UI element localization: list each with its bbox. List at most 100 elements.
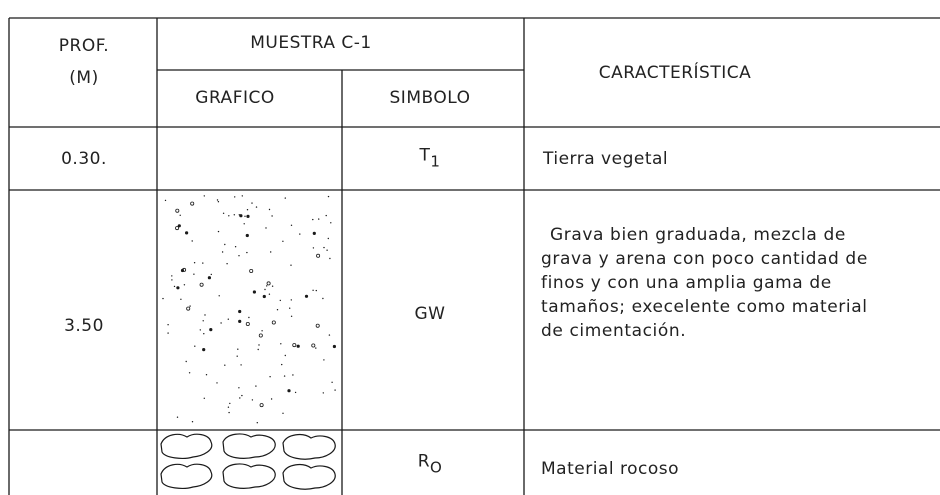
gravel-dot	[226, 263, 228, 265]
gravel-dot	[279, 299, 281, 302]
gravel-dot	[190, 201, 195, 206]
gravel-dot	[315, 289, 317, 292]
gravel-dot	[248, 316, 250, 319]
gravel-dot	[329, 257, 331, 260]
gravel-dot	[234, 196, 236, 198]
gravel-dot	[241, 195, 243, 197]
row1-description: Tierra vegetal	[543, 149, 669, 169]
gravel-dot	[282, 240, 284, 242]
gravel-dot	[224, 243, 226, 246]
header-depth-unit: (M)	[69, 68, 99, 88]
gravel-dot	[271, 285, 274, 287]
gravel-dot	[299, 233, 301, 235]
gravel-dot	[289, 307, 291, 309]
gravel-dot	[264, 288, 266, 291]
gravel-dot	[238, 387, 240, 389]
gravel-dot	[256, 422, 258, 424]
gravel-dot	[311, 343, 316, 348]
row2-description: Grava bien graduada, mezcla de grava y a…	[541, 223, 868, 343]
gravel-dot	[331, 381, 333, 383]
gravel-dot	[330, 222, 332, 224]
header-symbol: SIMBOLO	[389, 88, 471, 108]
gravel-dot	[173, 285, 176, 288]
gravel-dot	[284, 197, 286, 199]
gravel-dot	[312, 289, 314, 291]
row2-description-line: de cimentación.	[541, 321, 687, 341]
row1-symbol-subscript: 1	[430, 152, 441, 171]
gravel-dot	[233, 214, 235, 216]
gravel-dot	[194, 345, 196, 347]
gravel-dot	[322, 392, 324, 394]
gravel-dot	[240, 364, 242, 366]
gravel-dot	[271, 215, 273, 217]
gravel-dot	[193, 273, 195, 275]
row2-description-line: Grava bien graduada, mezcla de	[550, 225, 846, 245]
gravel-dot	[316, 253, 321, 258]
gravel-dot	[323, 359, 325, 361]
gravel-dot	[185, 231, 189, 235]
gravel-dot	[205, 374, 208, 376]
gravel-dot	[243, 223, 245, 225]
gravel-dot	[281, 363, 283, 366]
row1-symbol-letter: T	[419, 145, 431, 166]
gravel-dot	[315, 347, 317, 349]
gravel-dot	[227, 406, 230, 408]
gravel-dot	[224, 364, 226, 366]
gravel-dot	[221, 251, 224, 253]
gravel-dot	[189, 305, 191, 307]
gravel-dot	[257, 348, 259, 351]
gravel-dot	[218, 295, 220, 297]
gravel-dot	[236, 355, 238, 357]
gravel-dot	[185, 360, 187, 363]
gravel-dot	[186, 306, 191, 311]
gravel-dot	[216, 382, 218, 384]
gravel-dot	[220, 322, 222, 324]
gravel-dot	[258, 344, 260, 346]
gravel-dot	[188, 372, 191, 374]
gravel-dot	[251, 202, 253, 204]
gravel-dot	[238, 309, 242, 314]
gravel-dot	[227, 318, 229, 320]
gravel-dot	[327, 237, 329, 240]
gravel-dot	[179, 214, 181, 216]
gravel-dot	[268, 208, 271, 211]
gravel-dot	[193, 262, 196, 264]
rock-pattern	[160, 433, 336, 490]
gravel-dot	[283, 375, 286, 377]
gravel-dot	[284, 354, 286, 357]
gravel-dot	[290, 224, 293, 226]
gravel-dot	[312, 218, 314, 221]
gravel-dot	[334, 389, 336, 391]
gravel-dot	[171, 275, 173, 277]
gravel-dot	[268, 293, 271, 295]
row2-symbol: GW	[414, 304, 446, 324]
header-sample: MUESTRA C-1	[250, 33, 372, 53]
row1-depth: 0.30.	[61, 149, 107, 169]
gravel-dot	[238, 255, 240, 257]
gravel-dot	[209, 328, 213, 332]
gravel-dot	[217, 201, 220, 203]
row2-description-line: grava y arena con poco cantidad de	[541, 249, 868, 269]
gravel-dot	[326, 249, 328, 251]
gravel-dot	[162, 297, 164, 300]
gravel-dot	[258, 333, 263, 338]
gravel-dot	[259, 403, 264, 408]
gravel-dot	[180, 268, 185, 273]
gravel-dot	[266, 285, 268, 287]
gravel-dot	[322, 297, 324, 300]
gravel-dot	[239, 397, 241, 399]
gravel-dot	[315, 323, 320, 328]
gravel-dot	[167, 324, 169, 326]
gravel-dot	[245, 233, 249, 238]
gravel-dot	[176, 416, 179, 418]
gravel-dot	[262, 294, 266, 299]
gravel-dot	[216, 199, 219, 201]
gravel-dot	[217, 230, 220, 233]
gravel-dot	[246, 251, 248, 254]
row1-symbol: T1	[420, 146, 441, 171]
gravel-dot	[328, 334, 331, 336]
row3-symbol-subscript: O	[430, 458, 443, 477]
gravel-dot	[204, 314, 206, 316]
gravel-dot	[180, 298, 182, 300]
